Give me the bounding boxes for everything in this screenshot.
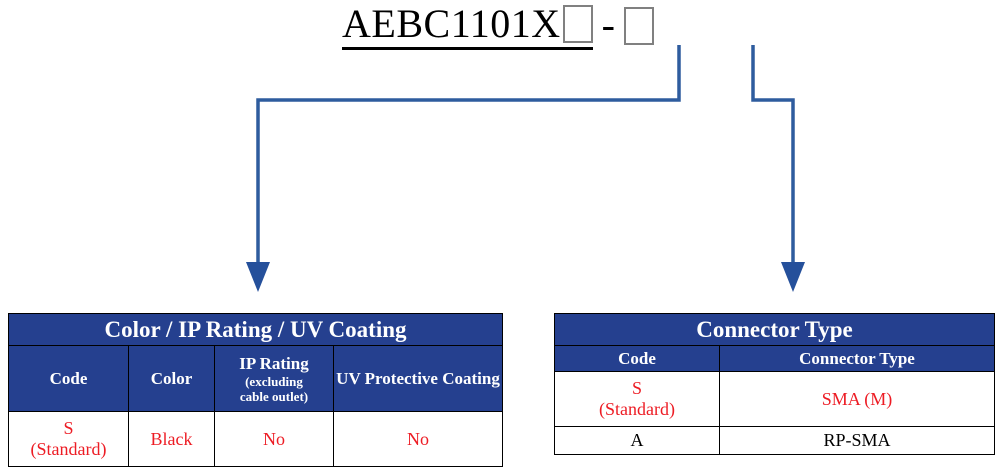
connector-line-right: [751, 45, 795, 270]
cell-code-s-line1: S: [631, 378, 642, 398]
cell-code-s-line2: (Standard): [30, 439, 107, 459]
column-header-color: Color: [128, 345, 215, 412]
cell-code-s-line1: S: [63, 418, 74, 438]
table-color-ip-uv: Color / IP Rating / UV Coating Code Colo…: [7, 313, 504, 467]
table-row: A RP-SMA: [554, 426, 995, 455]
table-title-color-ip-uv: Color / IP Rating / UV Coating: [7, 313, 504, 346]
table-row: S (Standard) SMA (M): [554, 371, 995, 427]
column-header-code: Code: [554, 345, 720, 372]
cell-ip-rating-value: No: [214, 411, 334, 467]
table-connector-type: Connector Type Code Connector Type S (St…: [554, 313, 995, 455]
cell-color-value: Black: [128, 411, 215, 467]
column-header-connector-type: Connector Type: [719, 345, 995, 372]
part-number-heading: AEBC1101X -: [0, 0, 996, 52]
table-row: S (Standard) Black No No: [8, 411, 504, 467]
table-row-column-headers: Code Color IP Rating (excluding cable ou…: [8, 345, 504, 412]
table-row-column-headers: Code Connector Type: [554, 345, 995, 372]
cell-code-s: S (Standard): [554, 371, 720, 427]
connector-arrow-right: [781, 262, 805, 292]
column-header-uv-coating: UV Protective Coating: [332, 345, 504, 412]
column-header-ip-rating-note-line1: (excluding: [245, 373, 303, 389]
column-header-ip-rating: IP Rating (excluding cable outlet): [214, 345, 334, 412]
connector-line-left: [256, 45, 681, 270]
cell-uv-coating-value: No: [332, 411, 504, 467]
column-header-code: Code: [8, 345, 129, 412]
cell-code-s-line2: (Standard): [599, 399, 675, 419]
cell-connector-value-sma: SMA (M): [719, 371, 995, 427]
table-row-header-title: Color / IP Rating / UV Coating: [7, 313, 504, 346]
column-header-ip-rating-main: IP Rating: [239, 353, 309, 373]
table-row-header-title: Connector Type: [554, 313, 995, 346]
cell-connector-value-rpsma: RP-SMA: [719, 426, 995, 455]
cell-code-a: A: [554, 426, 720, 455]
table-title-connector-type: Connector Type: [554, 313, 995, 346]
part-number-base: AEBC1101X: [342, 1, 561, 46]
connector-arrow-left: [246, 262, 270, 292]
column-header-ip-rating-note-line2: cable outlet): [239, 388, 309, 404]
cell-code-s: S (Standard): [8, 411, 129, 467]
part-number-option-box-1[interactable]: [562, 5, 593, 43]
part-number-option-box-2[interactable]: [623, 7, 654, 45]
part-number-suffix-group: -: [593, 1, 654, 50]
part-number-separator: -: [601, 1, 615, 47]
part-number-underlined-group: AEBC1101X: [342, 2, 593, 50]
